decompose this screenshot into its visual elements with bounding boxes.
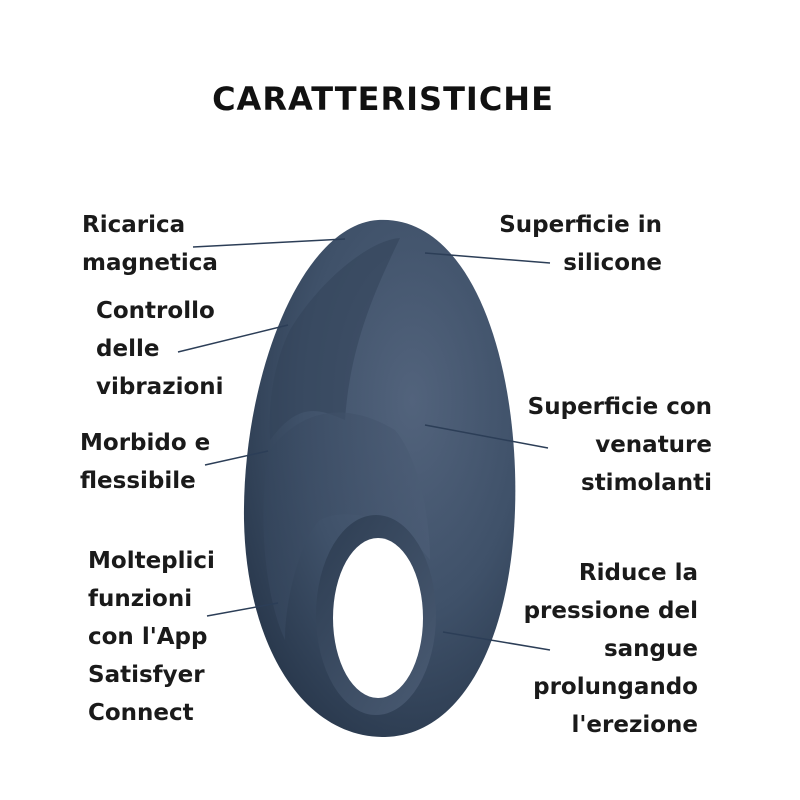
feature-line: con l'App bbox=[88, 624, 208, 650]
leader-line-morbido bbox=[204, 450, 269, 466]
leader-line-ricarica bbox=[192, 238, 346, 248]
feature-line: l'erezione bbox=[571, 712, 698, 738]
leader-line-riduce bbox=[442, 631, 551, 651]
feature-line: funzioni bbox=[88, 586, 193, 612]
feature-venature: Superficie con venature stimolanti bbox=[528, 388, 712, 502]
feature-molteplici: Molteplici funzioni con l'App Satisfyer … bbox=[88, 542, 215, 732]
feature-line: Molteplici bbox=[88, 548, 215, 574]
feature-line: venature bbox=[595, 432, 712, 458]
feature-line: Connect bbox=[88, 700, 194, 726]
page-title: CARATTERISTICHE bbox=[212, 80, 554, 118]
feature-line: prolungando bbox=[533, 674, 698, 700]
feature-line: magnetica bbox=[82, 250, 218, 276]
feature-line: Superficie con bbox=[527, 394, 712, 420]
product-ridge-lower bbox=[263, 412, 430, 640]
feature-line: Controllo bbox=[96, 298, 215, 324]
product-ring-hole bbox=[333, 538, 423, 698]
feature-line: pressione del bbox=[523, 598, 698, 624]
feature-line: Riduce la bbox=[578, 560, 698, 586]
feature-morbido: Morbido e flessibile bbox=[80, 424, 210, 500]
feature-line: silicone bbox=[563, 250, 662, 276]
feature-line: stimolanti bbox=[581, 470, 712, 496]
leader-line-controllo bbox=[177, 324, 289, 353]
feature-line: Satisfyer bbox=[88, 662, 205, 688]
leader-line-superficie-silicone bbox=[424, 252, 551, 264]
leader-line-molteplici bbox=[206, 602, 279, 617]
feature-controllo: Controllo delle vibrazioni bbox=[96, 292, 224, 406]
feature-line: Ricarica bbox=[82, 212, 186, 238]
feature-line: Superficie in bbox=[499, 212, 662, 238]
feature-line: delle bbox=[96, 336, 160, 362]
feature-line: Morbido e bbox=[80, 430, 211, 456]
leader-line-venature bbox=[424, 424, 549, 449]
feature-line: vibrazioni bbox=[96, 374, 224, 400]
feature-line: flessibile bbox=[80, 468, 196, 494]
feature-superficie-silicone: Superficie in silicone bbox=[499, 206, 662, 282]
leader-lines bbox=[177, 238, 551, 651]
feature-line: sangue bbox=[603, 636, 698, 662]
feature-ricarica: Ricarica magnetica bbox=[82, 206, 218, 282]
product-ridge-upper bbox=[269, 238, 400, 440]
feature-riduce: Riduce la pressione del sangue prolungan… bbox=[524, 554, 698, 744]
